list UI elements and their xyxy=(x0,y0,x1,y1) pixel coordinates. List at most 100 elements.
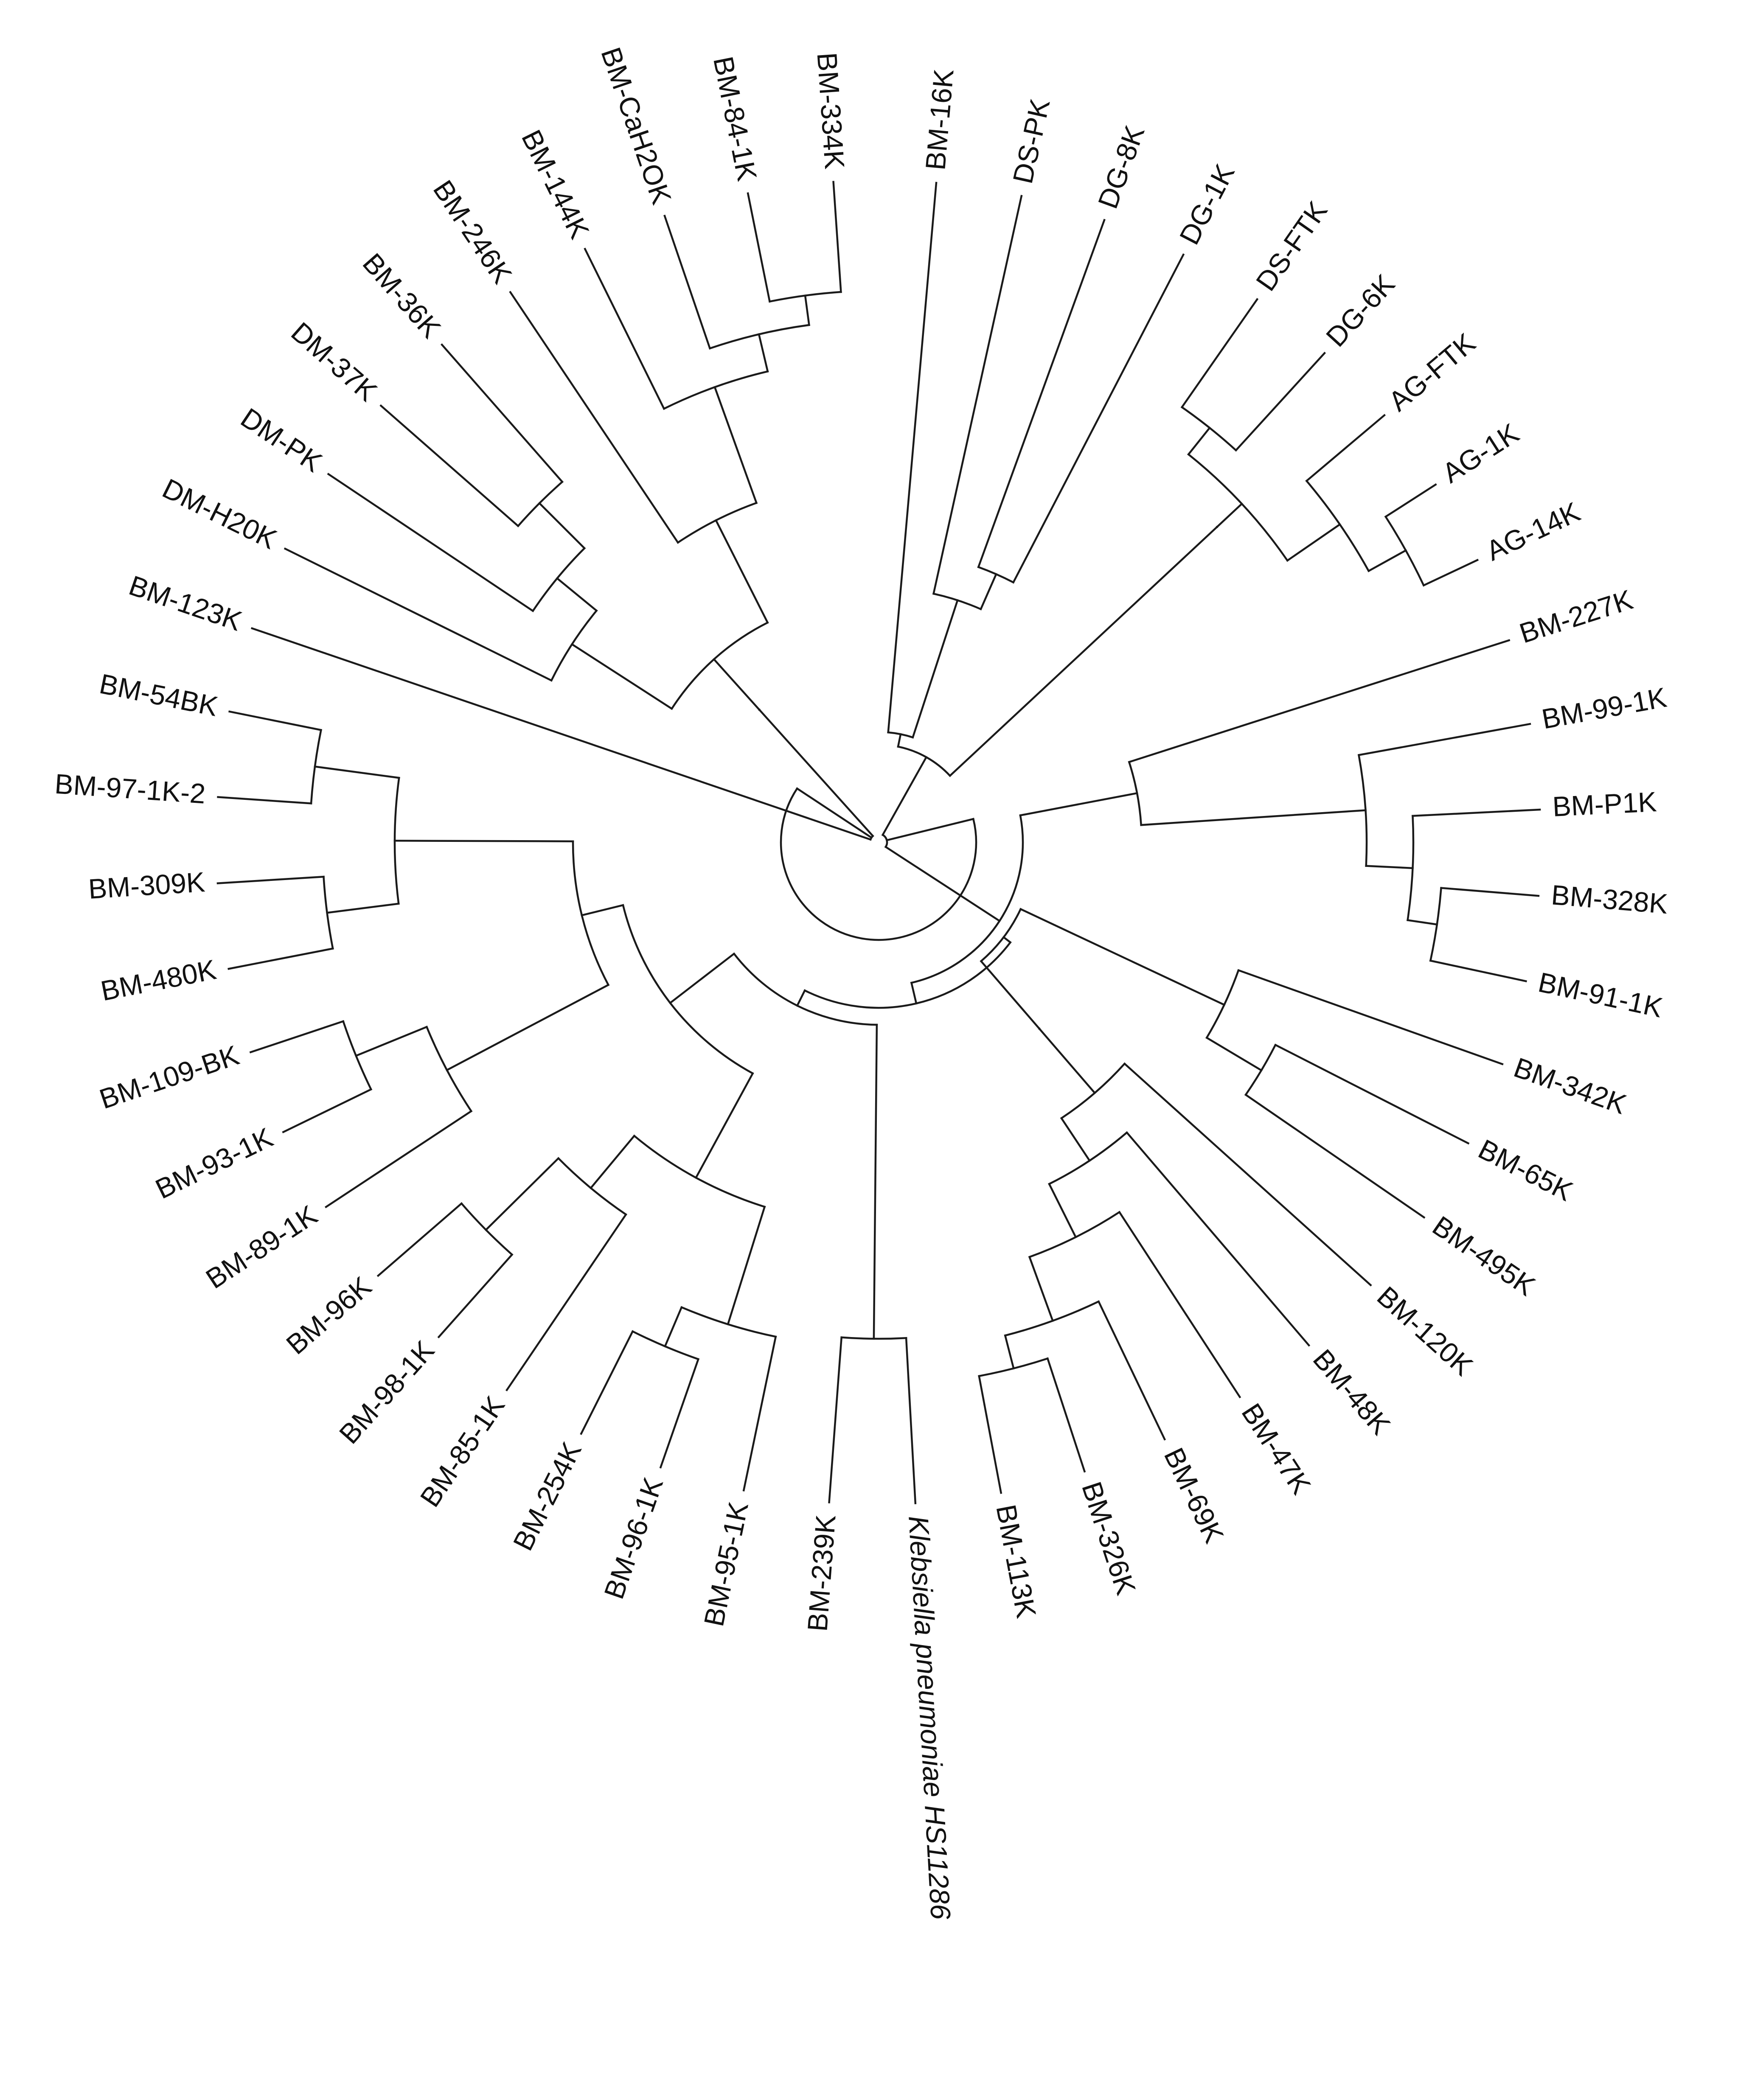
tree-branch xyxy=(911,599,959,739)
tree-branch xyxy=(1038,1027,1096,1094)
tree-branch xyxy=(1365,865,1414,869)
tree-branch xyxy=(250,627,872,841)
tree-branch xyxy=(1422,558,1479,587)
tree-branch xyxy=(980,960,1041,1030)
tree-branch xyxy=(758,708,874,838)
leaf-label: BM-480K xyxy=(98,953,219,1007)
tree-branch xyxy=(733,952,878,1026)
leaf-label: BM-36K xyxy=(357,247,447,344)
tree-branch xyxy=(1028,1256,1054,1322)
tree-branch xyxy=(887,182,938,734)
tree-branch xyxy=(314,765,400,779)
leaf-label: DG-8K xyxy=(1092,121,1150,213)
leaf-label: BM-97-1K-2 xyxy=(54,768,207,810)
leaf-label: DM-PK xyxy=(235,402,328,478)
tree-branch xyxy=(376,1202,463,1277)
tree-branch xyxy=(1187,426,1211,456)
tree-branch xyxy=(581,904,624,917)
tree-branch xyxy=(505,1213,627,1392)
leaf-label: BM-84-1K xyxy=(708,54,763,184)
tree-branch xyxy=(1004,1334,1015,1370)
tree-branch xyxy=(354,1026,428,1057)
tree-branch xyxy=(1440,887,1540,897)
tree-branch xyxy=(1384,483,1437,518)
leaf-label: Klebsiella pneumoniae HS11286 xyxy=(903,1515,957,1921)
tree-branch xyxy=(873,1023,878,1340)
tree-branch xyxy=(713,658,761,711)
tree-branch xyxy=(1244,1093,1426,1219)
leaf-label: DG-1K xyxy=(1173,159,1241,250)
tree-branch xyxy=(584,247,665,410)
tree-branch xyxy=(747,192,771,303)
tree-branch xyxy=(1123,1062,1372,1287)
leaf-label: AG-1K xyxy=(1437,417,1525,489)
tree-branch xyxy=(663,1306,683,1348)
tree-branch xyxy=(694,1072,754,1179)
leaf-label: DM-37K xyxy=(285,316,383,407)
leaf-label: BM-254K xyxy=(507,1437,587,1555)
leaf-label: BM-96K xyxy=(280,1270,377,1360)
tree-branch xyxy=(484,1157,560,1231)
leaf-label: BM-227K xyxy=(1516,583,1637,649)
tree-branch xyxy=(897,733,902,748)
tree-branch xyxy=(509,291,679,544)
tree-branch xyxy=(932,195,1023,595)
tree-branch xyxy=(1180,298,1259,409)
leaf-label: BM-99-1K xyxy=(1539,681,1669,735)
tree-branch xyxy=(978,1375,1002,1494)
leaf-label: BM-91-1K xyxy=(1536,966,1665,1023)
tree-branch xyxy=(228,710,323,732)
tree-branch xyxy=(556,577,598,612)
tree-branch xyxy=(1002,936,1012,944)
leaf-label: DS-PK xyxy=(1007,96,1056,186)
tree-branch xyxy=(437,1253,514,1339)
tree-branch xyxy=(227,947,334,970)
tree-branch xyxy=(742,1335,777,1492)
tree-branch xyxy=(217,796,312,805)
tree-branch xyxy=(1048,1183,1077,1239)
leaf-label: BM-85-1K xyxy=(414,1391,511,1512)
leaf-label: BM-54BK xyxy=(97,667,220,722)
tree-branch xyxy=(910,981,918,1005)
tree-branch xyxy=(1412,808,1541,817)
tree-branch xyxy=(884,845,1001,922)
tree-branch xyxy=(828,1336,843,1504)
leaf-label: BM-342K xyxy=(1510,1051,1631,1120)
tree-branch xyxy=(663,214,711,350)
tree-branch xyxy=(1237,969,1504,1065)
tree-branches xyxy=(216,181,1541,1504)
tree-branch xyxy=(379,404,519,527)
leaf-label: DS-FTK xyxy=(1249,196,1333,297)
leaf-label: BM-144K xyxy=(516,125,595,243)
leaf-label: BM-95-1K xyxy=(698,1499,754,1629)
tree-branch xyxy=(1125,1131,1311,1347)
tree-branch xyxy=(1216,502,1244,529)
tree-branch xyxy=(324,1110,473,1208)
tree-branch xyxy=(885,818,975,841)
tree-branch xyxy=(441,343,564,483)
tree-branch xyxy=(282,1088,373,1133)
tree-branch xyxy=(780,787,977,941)
tree-branch xyxy=(758,333,769,373)
tree-branch xyxy=(832,181,842,293)
leaf-label: BM-309K xyxy=(87,866,206,905)
leaf-label: BM-69K xyxy=(1158,1443,1230,1548)
tree-branch xyxy=(796,989,806,1007)
leaf-label: BM-113K xyxy=(990,1502,1042,1621)
tree-branch xyxy=(804,294,810,326)
tree-branch xyxy=(1046,1357,1086,1473)
leaf-label: BM-328K xyxy=(1550,879,1669,920)
tree-branch xyxy=(668,952,736,1004)
tree-branch xyxy=(580,1330,634,1435)
leaf-label: BM-96-1K xyxy=(598,1473,669,1603)
tree-branch xyxy=(714,519,769,624)
leaf-label: BM-CaH2OK xyxy=(595,43,677,208)
leaf-label: BM-47K xyxy=(1235,1398,1317,1500)
tree-branch xyxy=(795,787,873,839)
leaf-label: BM-93-1K xyxy=(151,1121,278,1205)
tree-branch xyxy=(326,903,400,914)
tree-branch xyxy=(803,941,1012,1009)
leaf-label: BM-120K xyxy=(1371,1280,1479,1382)
leaf-label: BM-239K xyxy=(801,1514,841,1632)
